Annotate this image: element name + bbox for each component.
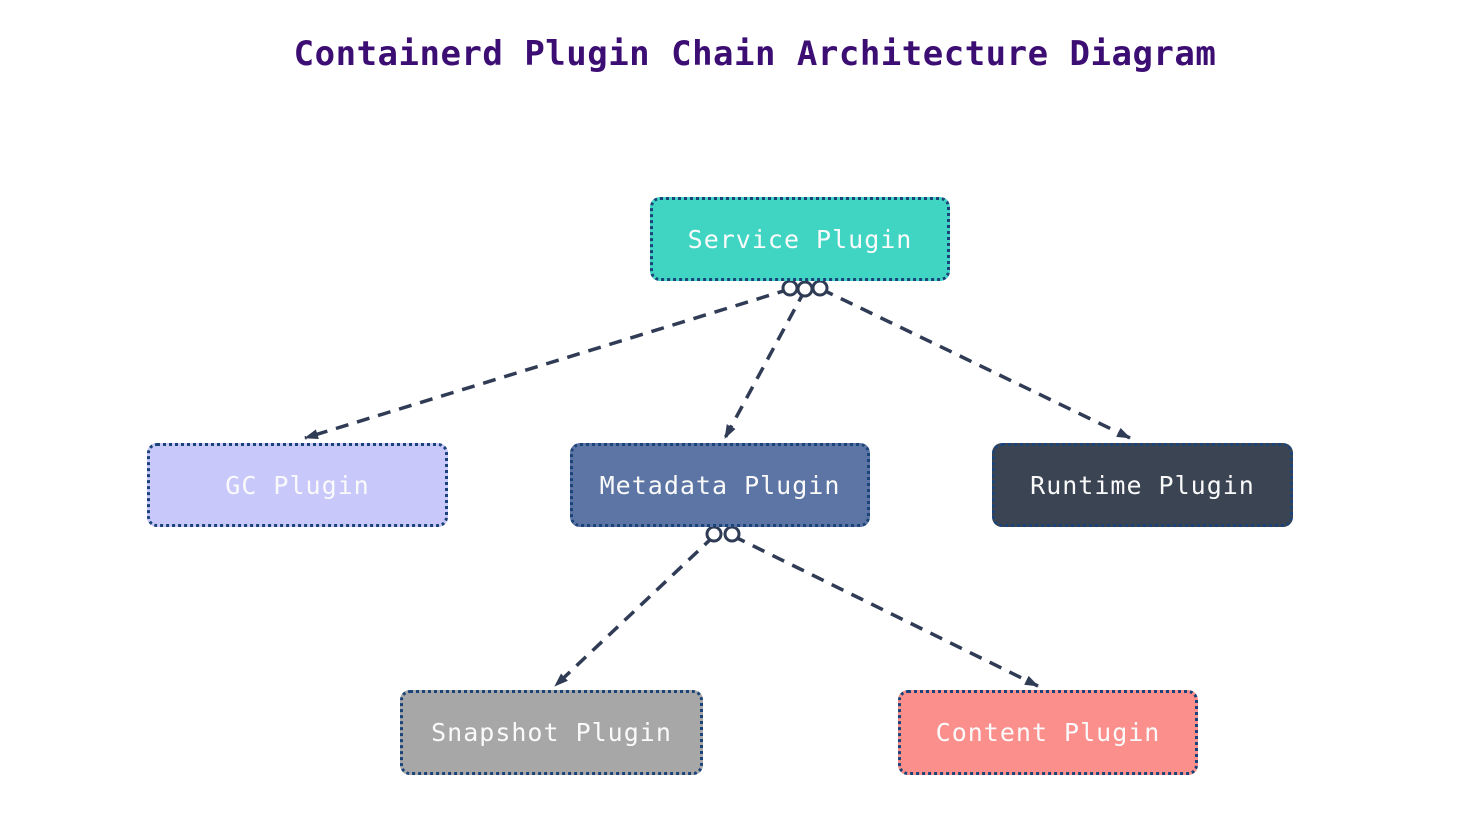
edge-service-plugin-to-runtime-plugin <box>820 287 1131 440</box>
connector-dot-service-plugin-bottom-0 <box>781 279 799 297</box>
connector-dot-service-plugin-bottom-2 <box>811 279 829 297</box>
connector-dot-metadata-plugin-bottom-4 <box>723 525 741 543</box>
node-label-snapshot-plugin: Snapshot Plugin <box>431 718 672 747</box>
node-label-gc-plugin: GC Plugin <box>225 470 370 500</box>
node-snapshot-plugin: Snapshot Plugin <box>400 690 703 775</box>
diagram-title: Containerd Plugin Chain Architecture Dia… <box>293 34 1217 74</box>
connector-dot-service-plugin-bottom-1 <box>796 280 814 298</box>
node-content-plugin: Content Plugin <box>898 690 1198 775</box>
node-gc-plugin: GC Plugin <box>147 443 448 527</box>
node-label-service-plugin: Service Plugin <box>687 224 913 254</box>
node-metadata-plugin: Metadata Plugin <box>570 443 870 527</box>
edge-service-plugin-to-metadata-plugin <box>723 289 807 439</box>
node-runtime-plugin: Runtime Plugin <box>992 443 1293 527</box>
edge-service-plugin-to-gc-plugin <box>304 287 791 440</box>
node-label-content-plugin: Content Plugin <box>935 718 1161 747</box>
node-service-plugin: Service Plugin <box>650 197 950 281</box>
node-label-runtime-plugin: Runtime Plugin <box>1030 470 1255 500</box>
node-label-metadata-plugin: Metadata Plugin <box>599 470 841 500</box>
connector-dot-metadata-plugin-bottom-3 <box>705 525 723 543</box>
edge-metadata-plugin-to-content-plugin <box>732 534 1039 688</box>
edge-metadata-plugin-to-snapshot-plugin <box>553 534 716 688</box>
